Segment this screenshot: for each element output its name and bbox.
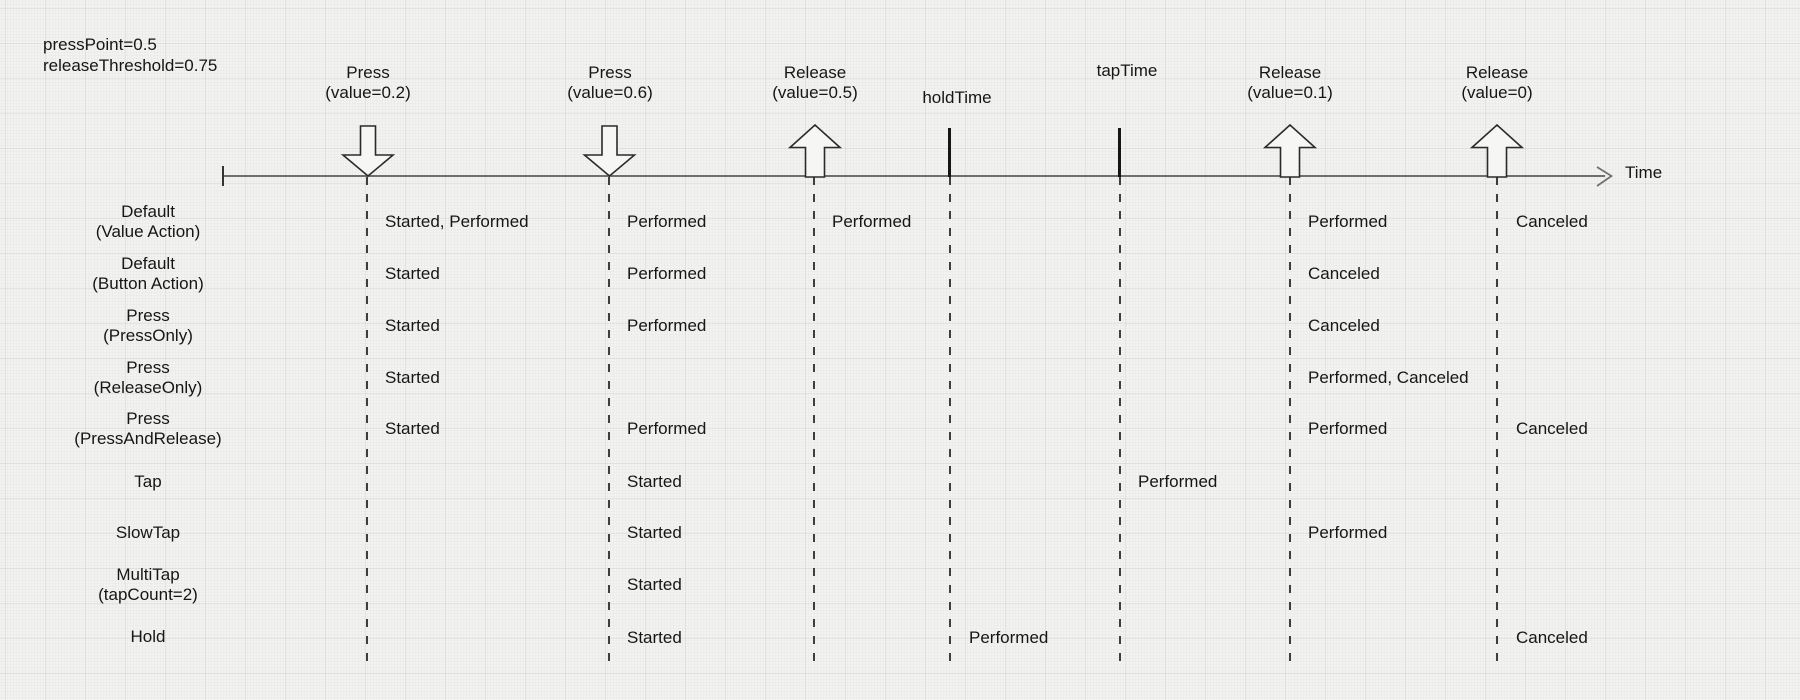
event-label-hold-time: holdTime (922, 88, 992, 107)
row-label-press-releaseonly: Press (ReleaseOnly) (93, 358, 203, 397)
config-caption: pressPoint=0.5 releaseThreshold=0.75 (43, 34, 217, 76)
event-label-press-0.6: Press (value=0.6) (567, 63, 653, 102)
release-up-arrow-icon (1469, 123, 1525, 178)
event-dashed-line-press-0.2 (366, 177, 368, 662)
event-cell: Started (385, 368, 440, 387)
event-label-release-0.1: Release (value=0.1) (1247, 63, 1333, 102)
event-cell: Canceled (1516, 628, 1588, 647)
event-cell: Performed (1308, 212, 1388, 231)
event-cell: Performed (832, 212, 912, 231)
axis-start-tick (222, 166, 224, 186)
event-cell: Performed (1308, 419, 1388, 438)
event-cell: Started (385, 316, 440, 335)
event-dashed-line-tap-time (1119, 177, 1121, 662)
event-cell: Started, Performed (385, 212, 529, 231)
release-threshold-value: releaseThreshold=0.75 (43, 56, 218, 75)
press-point-value: pressPoint=0.5 (43, 35, 157, 54)
row-label-press-pressonly: Press (PressOnly) (103, 306, 193, 345)
event-dashed-line-hold-time (949, 177, 951, 662)
event-cell: Canceled (1308, 316, 1380, 335)
event-cell: Started (627, 523, 682, 542)
event-cell: Canceled (1308, 264, 1380, 283)
event-cell: Started (385, 419, 440, 438)
event-dashed-line-press-0.6 (608, 177, 610, 662)
tap-time-marker (1118, 128, 1121, 177)
release-up-arrow-icon (787, 123, 843, 178)
event-cell: Performed, Canceled (1308, 368, 1469, 387)
event-cell: Started (627, 575, 682, 594)
event-cell: Started (627, 628, 682, 647)
event-cell: Canceled (1516, 212, 1588, 231)
time-axis-label: Time (1625, 163, 1663, 182)
event-cell: Canceled (1516, 419, 1588, 438)
row-label-default-button-action: Default (Button Action) (92, 254, 204, 293)
event-cell: Performed (1138, 472, 1218, 491)
event-dashed-line-release-0.5 (813, 177, 815, 662)
row-label-tap: Tap (134, 472, 162, 491)
event-label-release-0: Release (value=0) (1461, 63, 1533, 102)
row-label-multitap: MultiTap (tapCount=2) (98, 565, 198, 604)
row-label-slowtap: SlowTap (115, 523, 181, 542)
press-down-arrow-icon (582, 125, 637, 178)
event-cell: Performed (627, 419, 707, 438)
event-cell: Started (385, 264, 440, 283)
event-dashed-line-release-0 (1496, 177, 1498, 662)
hold-time-marker (948, 128, 951, 177)
event-label-press-0.2: Press (value=0.2) (325, 63, 411, 102)
event-cell: Performed (627, 316, 707, 335)
event-cell: Performed (627, 264, 707, 283)
event-cell: Performed (969, 628, 1049, 647)
event-cell: Performed (627, 212, 707, 231)
row-label-press-pressandrelease: Press (PressAndRelease) (74, 409, 222, 448)
row-label-default-value-action: Default (Value Action) (95, 202, 201, 241)
event-label-release-0.5: Release (value=0.5) (772, 63, 858, 102)
row-label-hold: Hold (130, 627, 166, 646)
release-up-arrow-icon (1262, 123, 1318, 178)
event-dashed-line-release-0.1 (1289, 177, 1291, 662)
event-label-tap-time: tapTime (1096, 61, 1158, 80)
press-down-arrow-icon (340, 125, 396, 178)
event-cell: Started (627, 472, 682, 491)
time-axis-line (223, 175, 1605, 177)
event-cell: Performed (1308, 523, 1388, 542)
